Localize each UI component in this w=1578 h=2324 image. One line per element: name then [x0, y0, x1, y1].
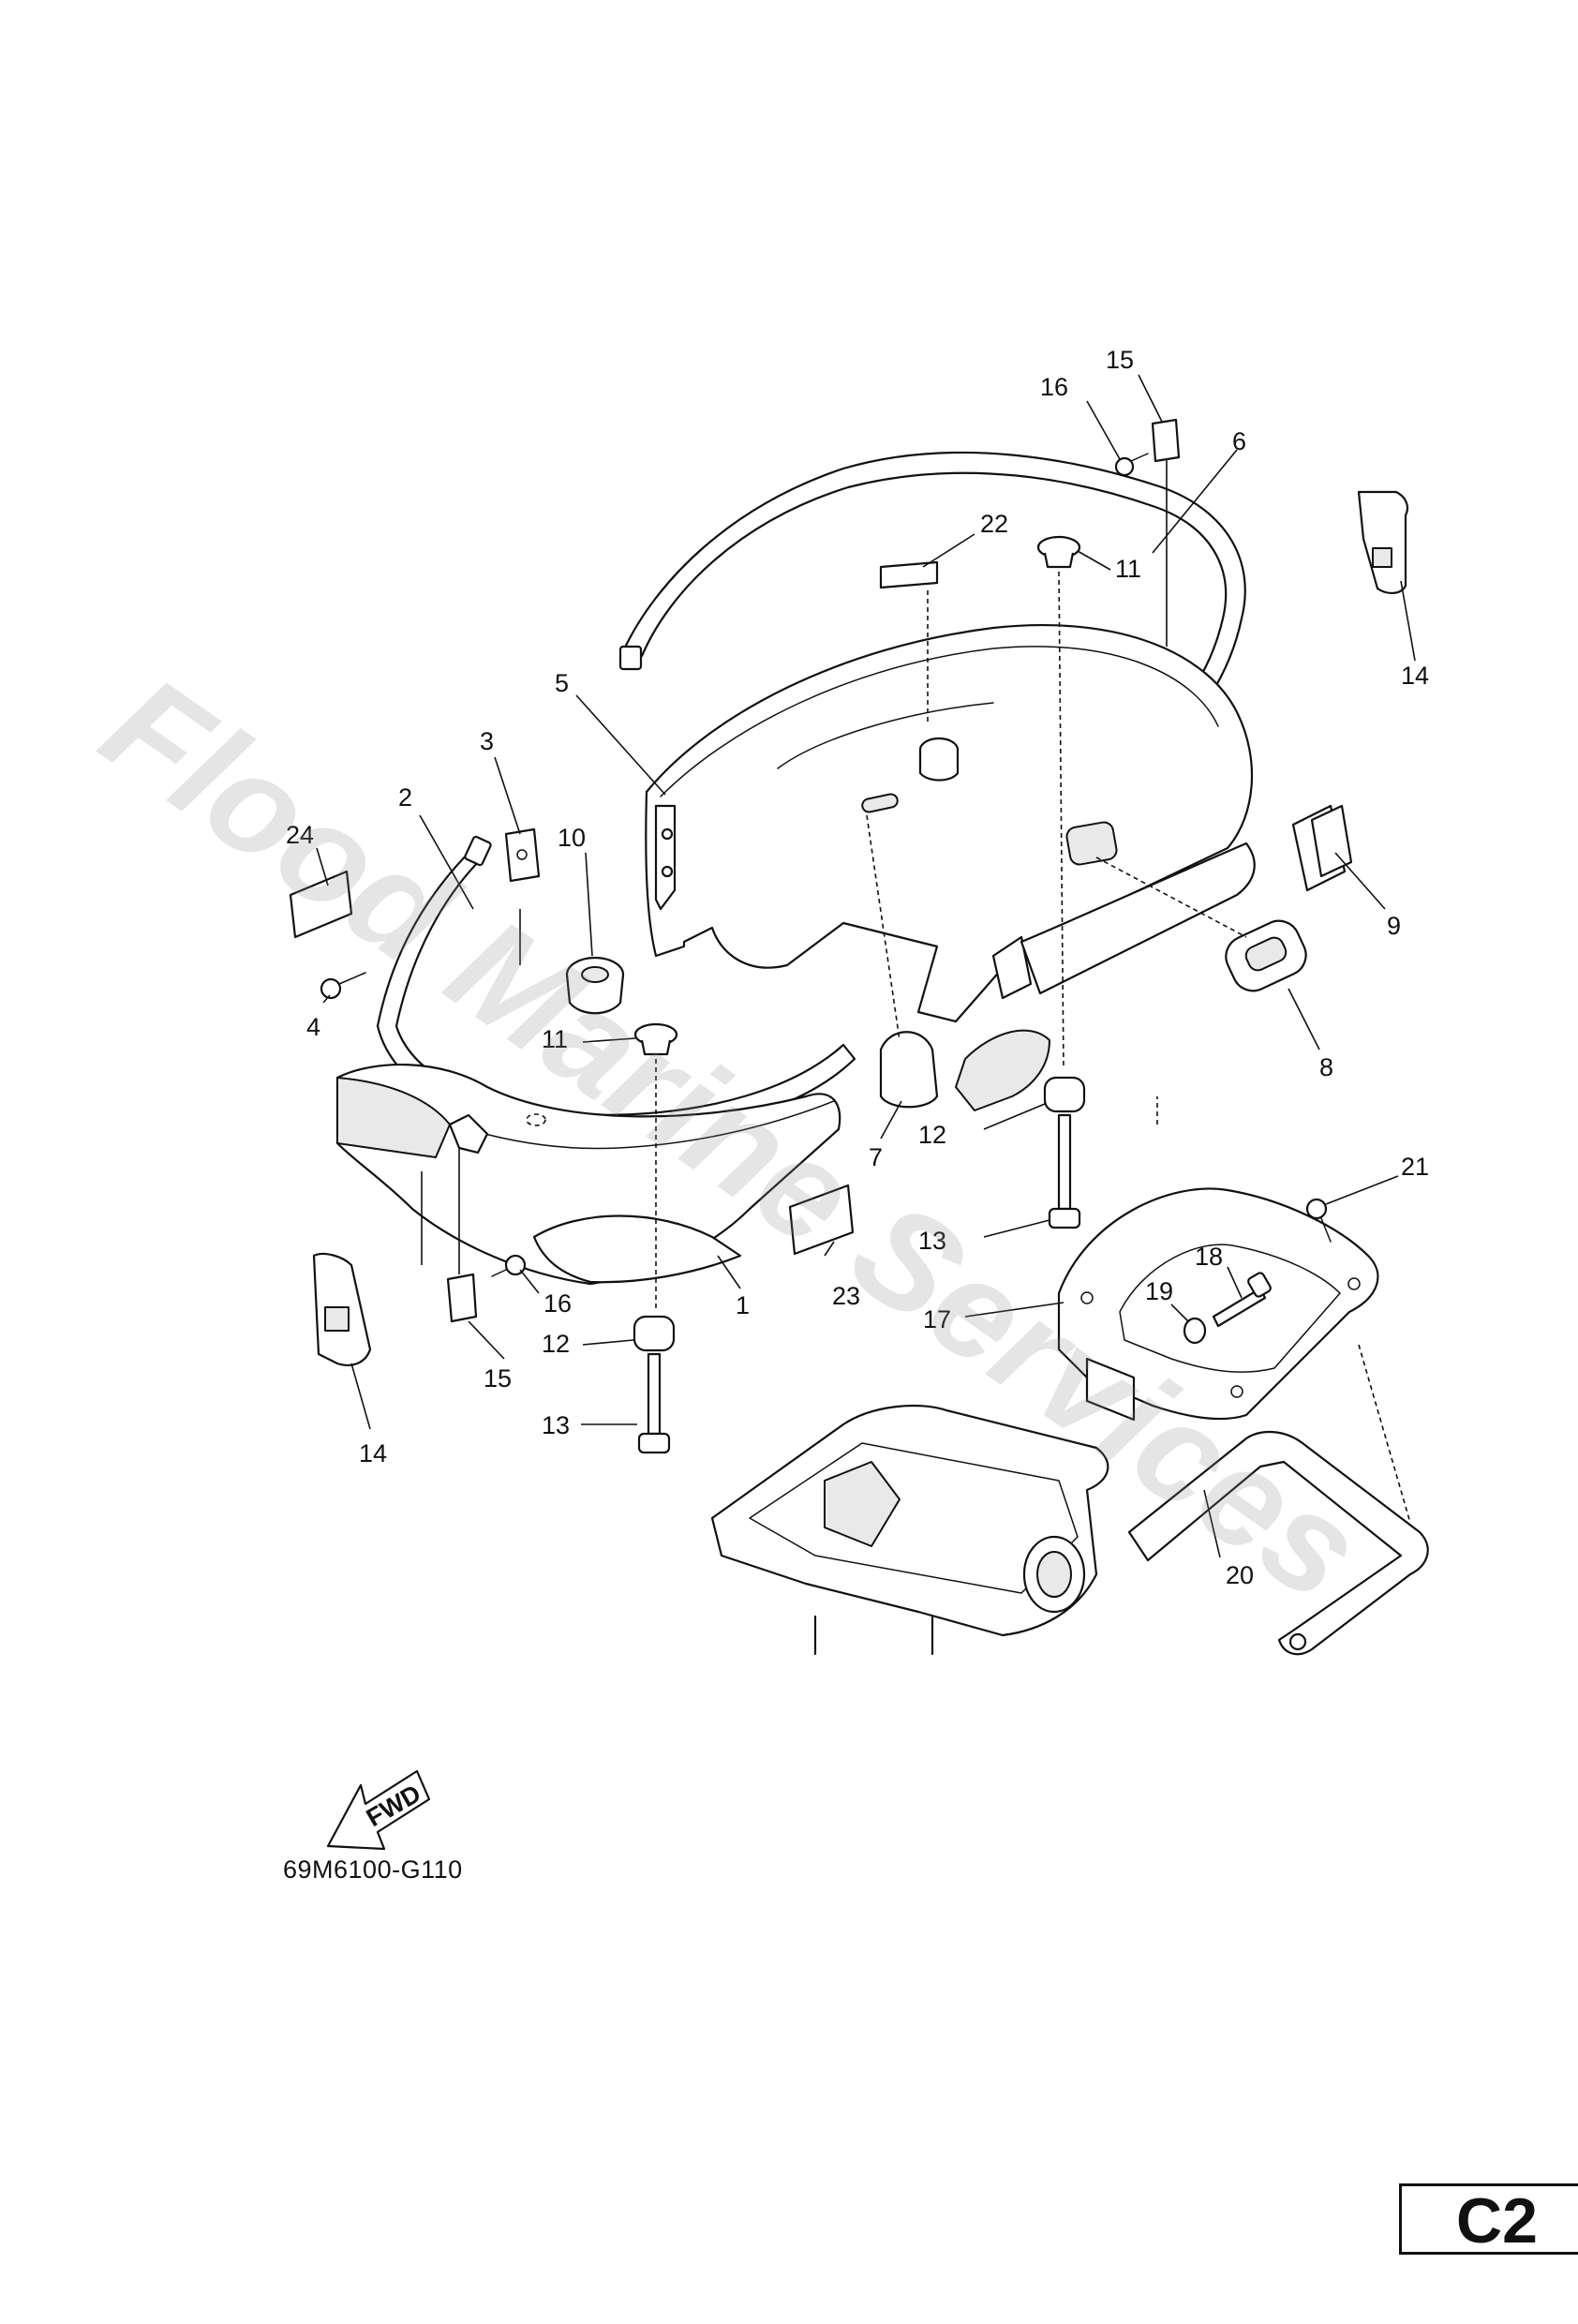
callout-13-right: 13 [918, 1227, 946, 1255]
callout-12-right: 12 [918, 1121, 946, 1149]
callout-24: 24 [286, 821, 314, 849]
part-13-bolt-right [1048, 1113, 1081, 1229]
callout-19: 19 [1145, 1277, 1173, 1305]
part-14-lever-right [1357, 490, 1409, 594]
callout-7: 7 [869, 1143, 883, 1171]
part-23-label [788, 1184, 855, 1256]
callout-6: 6 [1232, 427, 1246, 455]
part-12-mount-left [633, 1315, 676, 1352]
callout-15-upper: 15 [1106, 346, 1134, 374]
callout-13-left: 13 [542, 1411, 570, 1439]
callout-20: 20 [1226, 1561, 1254, 1589]
callout-8: 8 [1319, 1053, 1333, 1081]
callout-16-lower: 16 [543, 1289, 572, 1318]
callout-16-upper: 16 [1040, 373, 1068, 401]
callout-9: 9 [1387, 912, 1401, 940]
callout-15-lower: 15 [484, 1364, 512, 1393]
callout-2: 2 [398, 783, 412, 812]
part-13-bolt-left [637, 1352, 671, 1454]
part-18-bolt [1212, 1272, 1272, 1328]
part-15-clip-upper [1151, 418, 1181, 463]
part-12-mount-right [1043, 1076, 1086, 1113]
callout-11-lower: 11 [542, 1025, 568, 1053]
part-7-grommet [879, 1031, 939, 1109]
drawing-code: 69M6100-G110 [283, 1855, 463, 1884]
callout-22: 22 [980, 510, 1008, 538]
part-20-frame [1127, 1430, 1429, 1656]
callout-numbers: 1 2 3 4 5 6 7 8 9 10 11 11 12 12 13 13 1… [286, 346, 1429, 1589]
callout-5: 5 [555, 669, 569, 697]
lower-mount-casting [710, 1404, 1109, 1656]
callout-14-left: 14 [359, 1439, 387, 1467]
part-11-grommet-upper [1036, 535, 1081, 569]
part-4-screw [320, 972, 366, 1000]
part-10-grommet [565, 956, 625, 1015]
callout-14-right: 14 [1401, 662, 1429, 690]
part-22-label [879, 560, 939, 589]
part-21-screw [1305, 1198, 1332, 1243]
callout-3: 3 [480, 727, 494, 755]
callout-23: 23 [832, 1282, 860, 1310]
callout-21: 21 [1401, 1153, 1429, 1181]
part-11-grommet-lower [633, 1022, 678, 1056]
callout-1: 1 [736, 1291, 750, 1319]
part-24-label [289, 870, 353, 939]
callout-12-left: 12 [542, 1330, 570, 1358]
fwd-arrow-icon: FWD [326, 1769, 431, 1851]
part-15-clip-lower [446, 1273, 478, 1323]
part-17-cover-plate [1057, 1187, 1379, 1422]
page-tag-box: C2 [1399, 2183, 1578, 2257]
part-14-lever-left [312, 1252, 372, 1366]
part-19-washer [1183, 1317, 1207, 1345]
part-8-grommet [1225, 919, 1307, 992]
page-tag-label: C2 [1456, 2185, 1538, 2257]
part-3-clip [504, 827, 541, 883]
callout-4: 4 [306, 1013, 320, 1041]
part-5-bottom-cowling [645, 624, 1256, 1111]
part-9-grommet [1291, 804, 1353, 892]
callout-11-upper: 11 [1115, 555, 1141, 583]
part-16-screw-upper [1114, 453, 1149, 477]
callout-leader-lines [316, 374, 1416, 1558]
callout-18: 18 [1195, 1243, 1223, 1271]
callout-17: 17 [923, 1305, 951, 1333]
callout-10: 10 [558, 824, 586, 852]
part-1-front-cowling [335, 1063, 841, 1286]
assembly-dashed-lines [421, 459, 1411, 1524]
